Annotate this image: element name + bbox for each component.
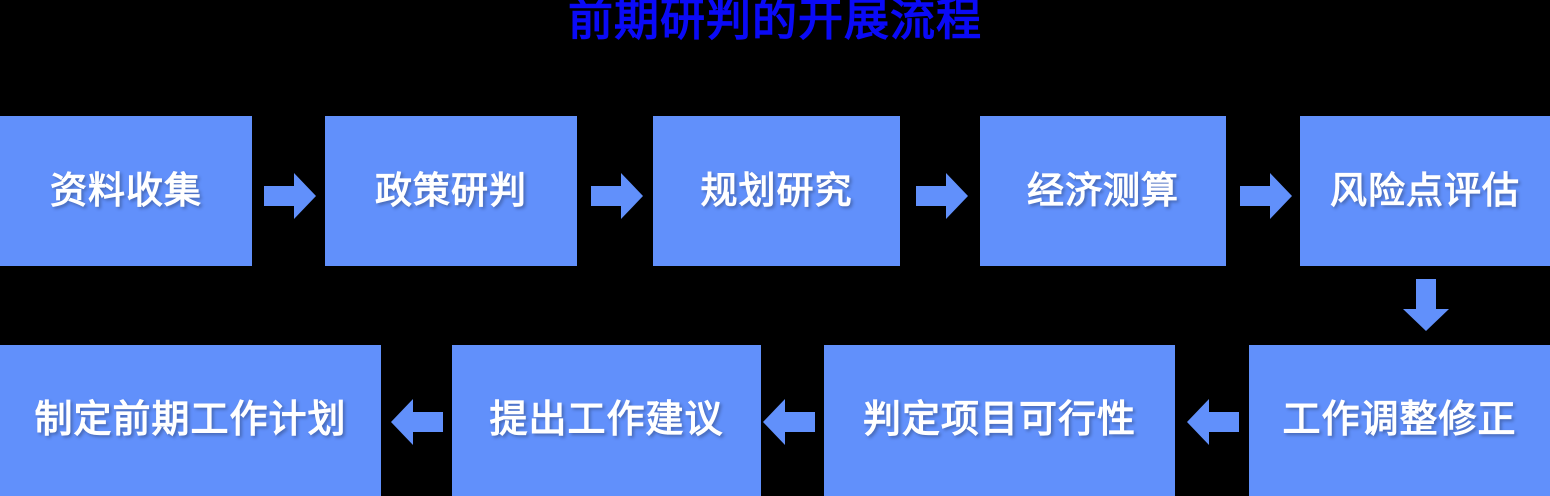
node-label: 风险点评估 — [1330, 169, 1520, 211]
node-label: 制定前期工作计划 — [34, 398, 347, 441]
process-node-gongzuotiaozhengxiuzheng[interactable]: 工作调整修正 — [1249, 345, 1550, 496]
arrow-right-icon-2 — [591, 170, 643, 222]
arrow-down-icon — [1400, 279, 1452, 331]
process-node-pandingxiangmukexingxing[interactable]: 判定项目可行性 — [824, 345, 1175, 496]
arrow-right-icon-4 — [1240, 170, 1292, 222]
process-node-zhengceyanpan[interactable]: 政策研判 — [325, 116, 577, 266]
node-label: 经济测算 — [1027, 169, 1179, 211]
process-node-zhidingqianqigongzuojihua[interactable]: 制定前期工作计划 — [0, 345, 381, 496]
arrow-left-icon-2 — [763, 396, 815, 448]
arrow-right-icon-3 — [916, 170, 968, 222]
process-node-fengxiandianpinggu[interactable]: 风险点评估 — [1300, 116, 1550, 266]
process-node-guihuayanjiu[interactable]: 规划研究 — [653, 116, 900, 266]
node-label: 判定项目可行性 — [862, 398, 1136, 441]
arrow-left-icon-1 — [391, 396, 443, 448]
node-label: 规划研究 — [700, 169, 853, 211]
arrow-left-icon-3 — [1187, 396, 1239, 448]
node-label: 资料收集 — [50, 169, 202, 211]
process-node-ziliaoshouji[interactable]: 资料收集 — [0, 116, 252, 266]
node-label: 提出工作建议 — [489, 398, 724, 441]
process-node-tichugongzuojianyi[interactable]: 提出工作建议 — [452, 345, 761, 496]
process-node-jingjiceduan[interactable]: 经济测算 — [980, 116, 1226, 266]
arrow-right-icon-1 — [264, 170, 316, 222]
node-label: 工作调整修正 — [1282, 398, 1517, 441]
node-label: 政策研判 — [375, 169, 527, 211]
page-title: 前期研判的开展流程 — [567, 0, 982, 45]
